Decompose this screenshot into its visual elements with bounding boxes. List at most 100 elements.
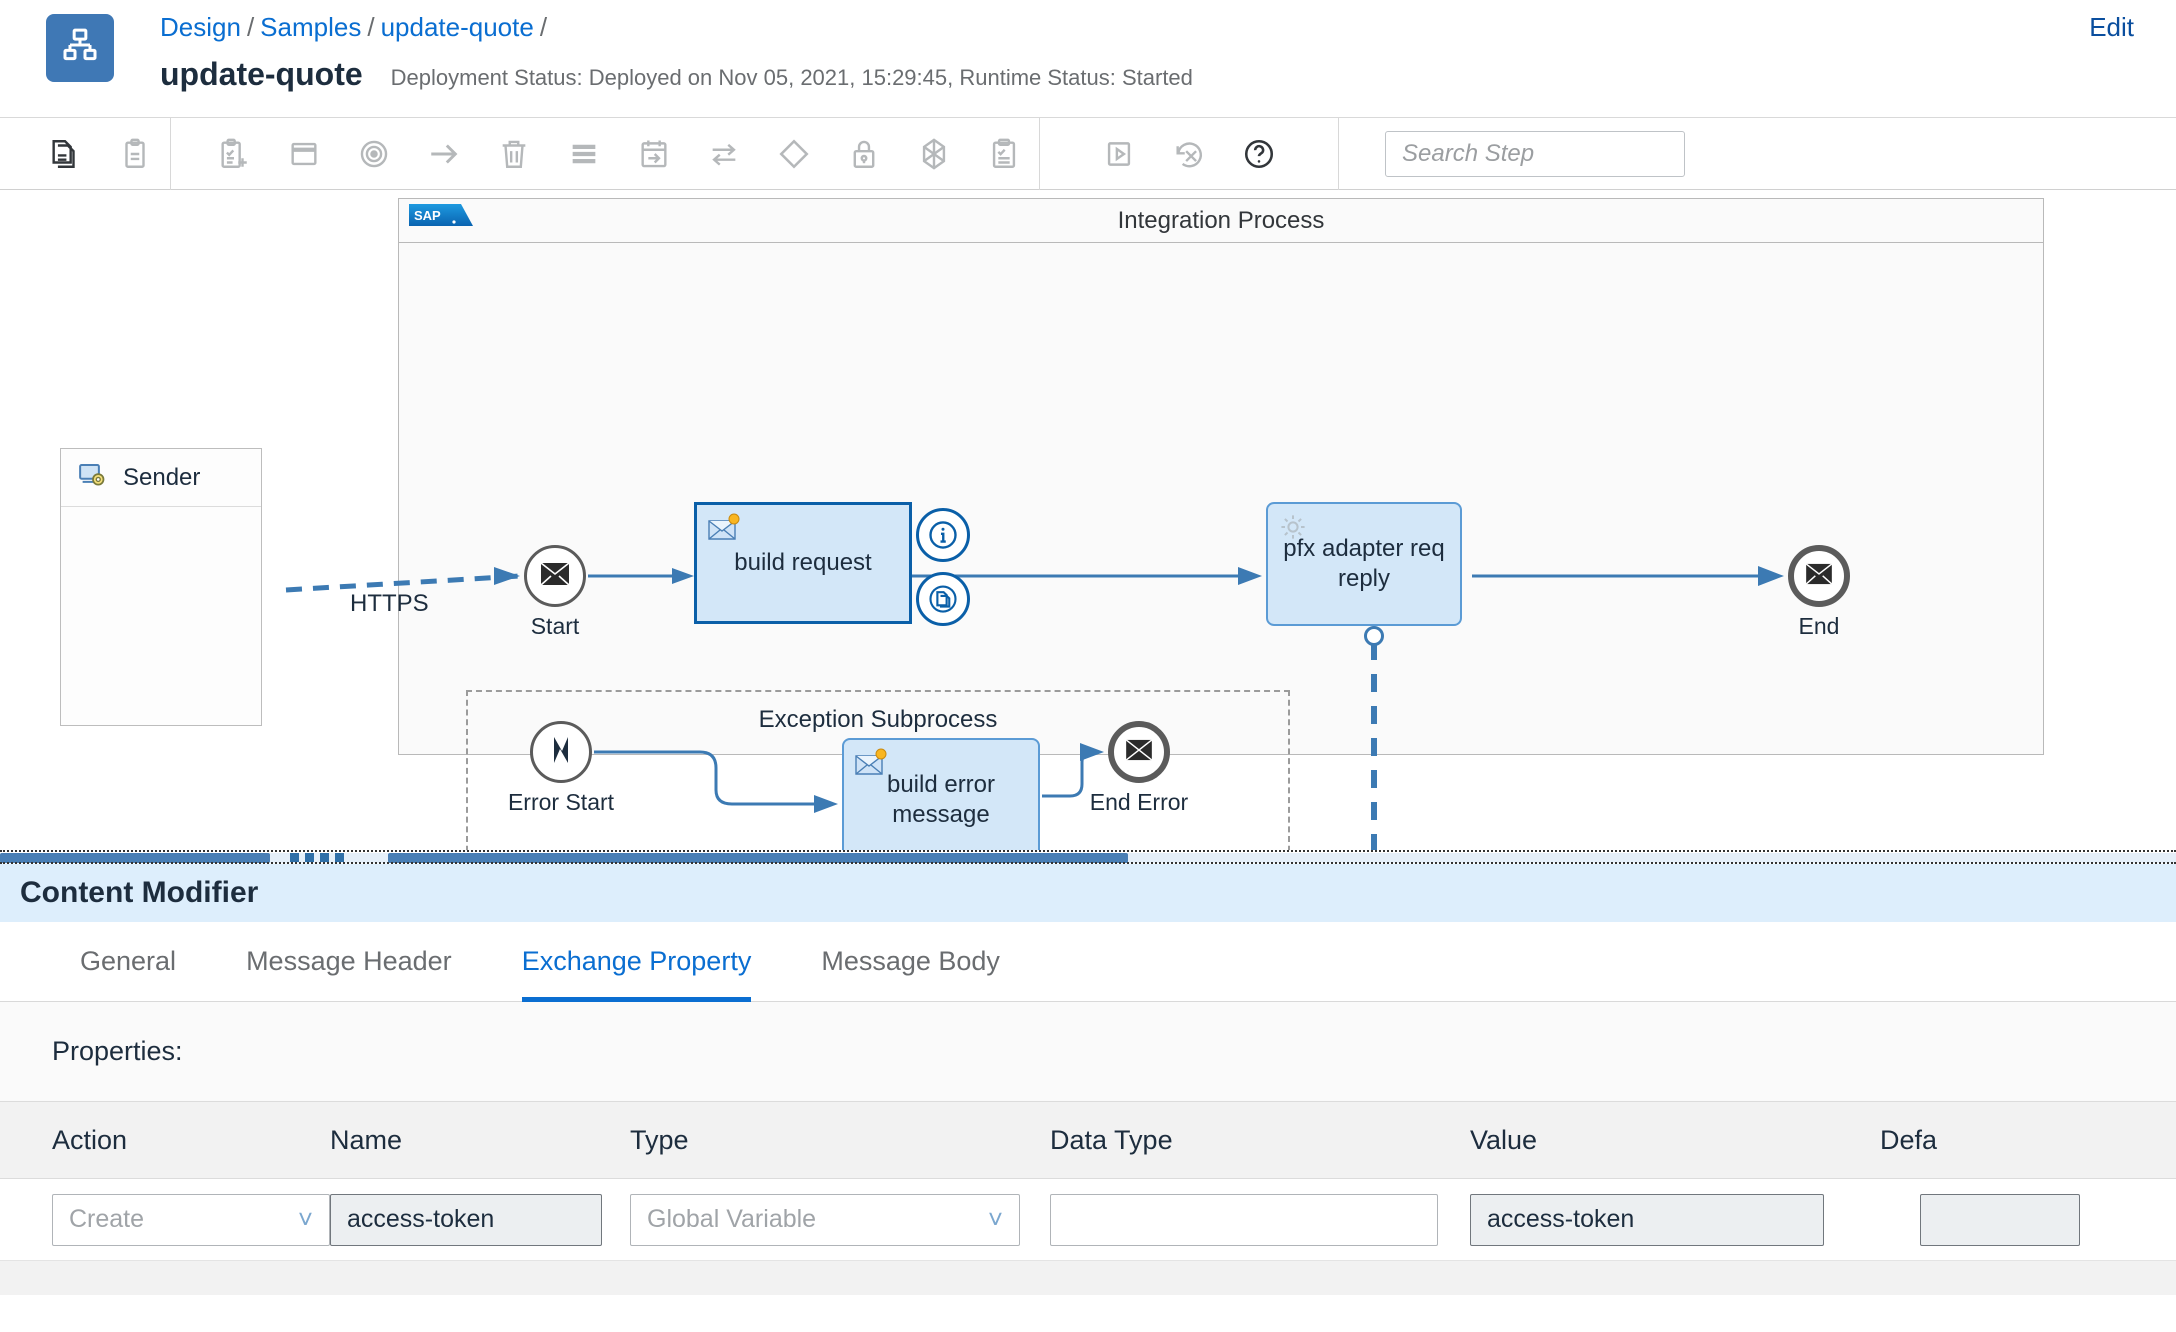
checklist-clipboard-icon[interactable] xyxy=(969,118,1039,190)
splitter-grip[interactable] xyxy=(290,853,344,862)
pool-title: Integration Process xyxy=(1117,207,1325,234)
node-build-request-label: build request xyxy=(734,549,872,576)
column-header-action: Action xyxy=(52,1124,128,1155)
breadcrumb-item-samples[interactable]: Samples xyxy=(260,12,362,42)
column-header-default: Defa xyxy=(1880,1124,1938,1155)
diamond-gateway-icon[interactable] xyxy=(759,118,829,190)
editor-toolbar xyxy=(0,117,2176,190)
copy-icon[interactable] xyxy=(30,118,100,190)
table-footer xyxy=(0,1261,2176,1295)
process-canvas[interactable]: Sender SAP xyxy=(0,190,2176,850)
name-input[interactable]: access-token xyxy=(330,1193,602,1246)
calendar-arrow-icon[interactable] xyxy=(619,118,689,190)
properties-table: Action Name Type Data Type Value Defa Cr… xyxy=(0,1101,2176,1295)
column-header-name: Name xyxy=(330,1124,403,1155)
pool-rectangle-icon[interactable] xyxy=(269,118,339,190)
help-question-icon[interactable] xyxy=(1224,118,1294,190)
cell-type: Global Variable ˅ xyxy=(630,1193,1050,1246)
breadcrumb-item-design[interactable]: Design xyxy=(160,12,241,42)
properties-body: Properties: Action Name Type Data Type V… xyxy=(0,1002,2176,1295)
play-frame-icon[interactable] xyxy=(1084,118,1154,190)
action-select[interactable]: Create ˅ xyxy=(52,1193,330,1246)
content-modifier-icon xyxy=(854,748,888,778)
column-header-data-type: Data Type xyxy=(1050,1124,1173,1155)
app-icon-tile xyxy=(46,14,114,82)
swap-arrows-icon[interactable] xyxy=(689,118,759,190)
integration-process-pool[interactable]: SAP Integration Process xyxy=(398,198,2044,755)
sender-participant-icon xyxy=(77,460,107,495)
canvas-horizontal-scrollbar[interactable] xyxy=(0,853,2176,863)
node-end[interactable]: End xyxy=(1788,545,1850,639)
breadcrumb: Design/Samples/update-quote/ xyxy=(160,12,553,42)
page-title: update-quote xyxy=(160,56,363,92)
table-header-row: Action Name Type Data Type Value Defa xyxy=(0,1101,2176,1179)
cube-icon[interactable] xyxy=(899,118,969,190)
node-error-start-label: Error Start xyxy=(507,789,615,815)
chevron-down-icon: ˅ xyxy=(987,1204,1003,1234)
connection-label-https: HTTPS xyxy=(350,590,429,617)
node-end-error[interactable]: End Error xyxy=(1090,721,1188,815)
toolbar-divider-2 xyxy=(1039,117,1040,190)
pfx-adapter-endpoint-dot[interactable] xyxy=(1364,626,1384,646)
data-type-input[interactable] xyxy=(1050,1193,1438,1246)
cell-value: access-token xyxy=(1470,1193,1880,1246)
search-input[interactable] xyxy=(1400,138,1670,169)
toolbar-group-run xyxy=(1084,118,1294,189)
undo-x-icon[interactable] xyxy=(1154,118,1224,190)
value-input[interactable]: access-token xyxy=(1470,1193,1824,1246)
cell-default xyxy=(1880,1193,2120,1246)
node-pfx-adapter-req-reply[interactable]: pfx adapter req reply xyxy=(1266,502,1462,626)
tab-exchange-property[interactable]: Exchange Property xyxy=(521,922,751,1002)
default-input[interactable] xyxy=(1920,1193,2080,1246)
hamburger-lines-icon[interactable] xyxy=(549,118,619,190)
node-build-error-message[interactable]: build error message xyxy=(842,738,1040,850)
canvas-splitter[interactable] xyxy=(0,850,2176,864)
node-end-label: End xyxy=(1798,613,1840,639)
breadcrumb-sep-3: / xyxy=(539,12,548,42)
info-circle-icon[interactable] xyxy=(916,508,970,562)
cell-name: access-token xyxy=(330,1193,630,1246)
process-diagram-icon xyxy=(60,26,100,71)
node-pfx-adapter-label: pfx adapter req reply xyxy=(1283,535,1445,592)
sender-participant[interactable]: Sender xyxy=(60,448,262,726)
node-end-error-label: End Error xyxy=(1089,789,1189,815)
node-build-request[interactable]: build request xyxy=(694,502,912,624)
deployment-status-text: Deployment Status: Deployed on Nov 05, 2… xyxy=(390,65,1193,90)
message-start-event-shape xyxy=(524,545,586,607)
tab-general[interactable]: General xyxy=(80,946,177,976)
properties-label: Properties: xyxy=(52,1036,183,1066)
error-start-event-shape xyxy=(530,721,592,783)
breadcrumb-sep-2: / xyxy=(367,12,375,42)
sender-header: Sender xyxy=(61,449,261,507)
envelope-icon xyxy=(1805,562,1833,590)
add-task-clipboard-icon[interactable] xyxy=(199,118,269,190)
paste-clipboard-icon[interactable] xyxy=(100,118,170,190)
search-step-box[interactable] xyxy=(1385,130,1685,177)
lightning-bolt-icon xyxy=(548,735,574,770)
type-select[interactable]: Global Variable ˅ xyxy=(630,1193,1020,1246)
breadcrumb-sep-1: / xyxy=(246,12,255,42)
copy-circle-icon[interactable] xyxy=(916,572,970,626)
cell-data-type xyxy=(1050,1193,1470,1246)
title-row: update-quote Deployment Status: Deployed… xyxy=(160,56,1193,93)
panel-title: Content Modifier xyxy=(20,876,259,909)
arrow-right-icon[interactable] xyxy=(409,118,479,190)
node-start[interactable]: Start xyxy=(524,545,586,639)
toolbar-divider-3 xyxy=(1338,117,1339,190)
svg-text:SAP: SAP xyxy=(414,208,441,223)
edit-button[interactable]: Edit xyxy=(2089,12,2134,42)
type-select-value: Global Variable xyxy=(647,1205,817,1233)
table-row[interactable]: Create ˅ access-token Global Variable ˅ xyxy=(0,1179,2176,1261)
panel-title-bar: Content Modifier xyxy=(0,864,2176,922)
exception-subprocess[interactable]: Exception Subprocess xyxy=(466,690,1290,850)
tab-message-body[interactable]: Message Body xyxy=(821,946,1000,976)
lock-icon[interactable] xyxy=(829,118,899,190)
target-circles-icon[interactable] xyxy=(339,118,409,190)
chevron-down-icon: ˅ xyxy=(297,1204,313,1234)
tab-message-header[interactable]: Message Header xyxy=(246,946,452,976)
content-modifier-icon xyxy=(707,513,741,543)
node-error-start[interactable]: Error Start xyxy=(508,721,614,815)
trash-icon[interactable] xyxy=(479,118,549,190)
breadcrumb-item-update-quote[interactable]: update-quote xyxy=(380,12,534,42)
